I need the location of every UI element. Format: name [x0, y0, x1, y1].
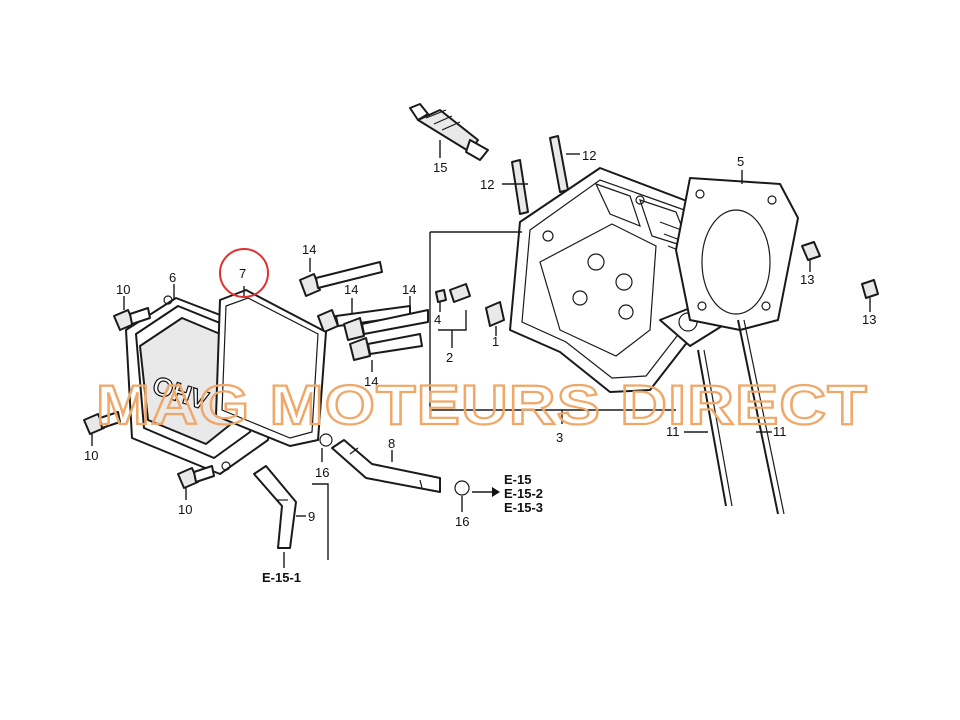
- watermark: MAG MOTEURS DIRECT: [96, 373, 868, 436]
- breather-tube-8: [331, 439, 441, 493]
- callout-14-mid: 14: [344, 282, 358, 297]
- callout-7: 7: [239, 266, 246, 281]
- callout-16-left: 16: [315, 465, 329, 480]
- callout-12-right: 12: [582, 148, 596, 163]
- callout-2: 2: [446, 350, 453, 365]
- callout-16-right: 16: [455, 514, 469, 529]
- callout-14-top: 14: [302, 242, 316, 257]
- callout-10-bottom: 10: [178, 502, 192, 517]
- reference-labels: E-15 E-15-2 E-15-3 E-15-1: [262, 472, 543, 585]
- spark-plug: [409, 103, 489, 161]
- callout-5: 5: [737, 154, 744, 169]
- callout-13-right: 13: [862, 312, 876, 327]
- callout-13-left: 13: [800, 272, 814, 287]
- push-rods: [684, 319, 785, 515]
- ref-e15: E-15: [504, 472, 531, 487]
- cylinder-head: [509, 167, 723, 393]
- cover-bolts: [83, 296, 215, 500]
- callout-6: 6: [169, 270, 176, 285]
- callout-11-right: 11: [773, 424, 787, 439]
- callout-9: 9: [308, 509, 315, 524]
- head-bolts: [299, 258, 429, 372]
- valve-cover-gasket: [215, 286, 327, 447]
- callout-12-left: 12: [480, 177, 494, 192]
- stud-bolts: [502, 135, 580, 215]
- callout-8: 8: [388, 436, 395, 451]
- ref-e15-3: E-15-3: [504, 500, 543, 515]
- callouts: 1 2 3 4 5 6 7 8 9 10 10 10 11 11 12 12 1…: [84, 148, 876, 529]
- breather-tube-9: [253, 465, 306, 568]
- dowel-pins: [801, 241, 879, 312]
- callout-14-bottom: 14: [364, 374, 378, 389]
- callout-4: 4: [434, 312, 441, 327]
- callout-3: 3: [556, 430, 563, 445]
- reference-arrow: [472, 487, 500, 497]
- highlight-circle: [219, 248, 269, 298]
- callout-1: 1: [492, 334, 499, 349]
- hose-clamps: [312, 433, 470, 560]
- ref-e15-2: E-15-2: [504, 486, 543, 501]
- callout-10-left: 10: [84, 448, 98, 463]
- callout-15: 15: [433, 160, 447, 175]
- callout-10-top: 10: [116, 282, 130, 297]
- ref-e15-1: E-15-1: [262, 570, 301, 585]
- small-pins: [435, 283, 505, 348]
- bracket-3: [429, 232, 563, 424]
- callout-11-left: 11: [666, 424, 680, 439]
- head-gasket: [675, 170, 799, 331]
- callout-14-right: 14: [402, 282, 416, 297]
